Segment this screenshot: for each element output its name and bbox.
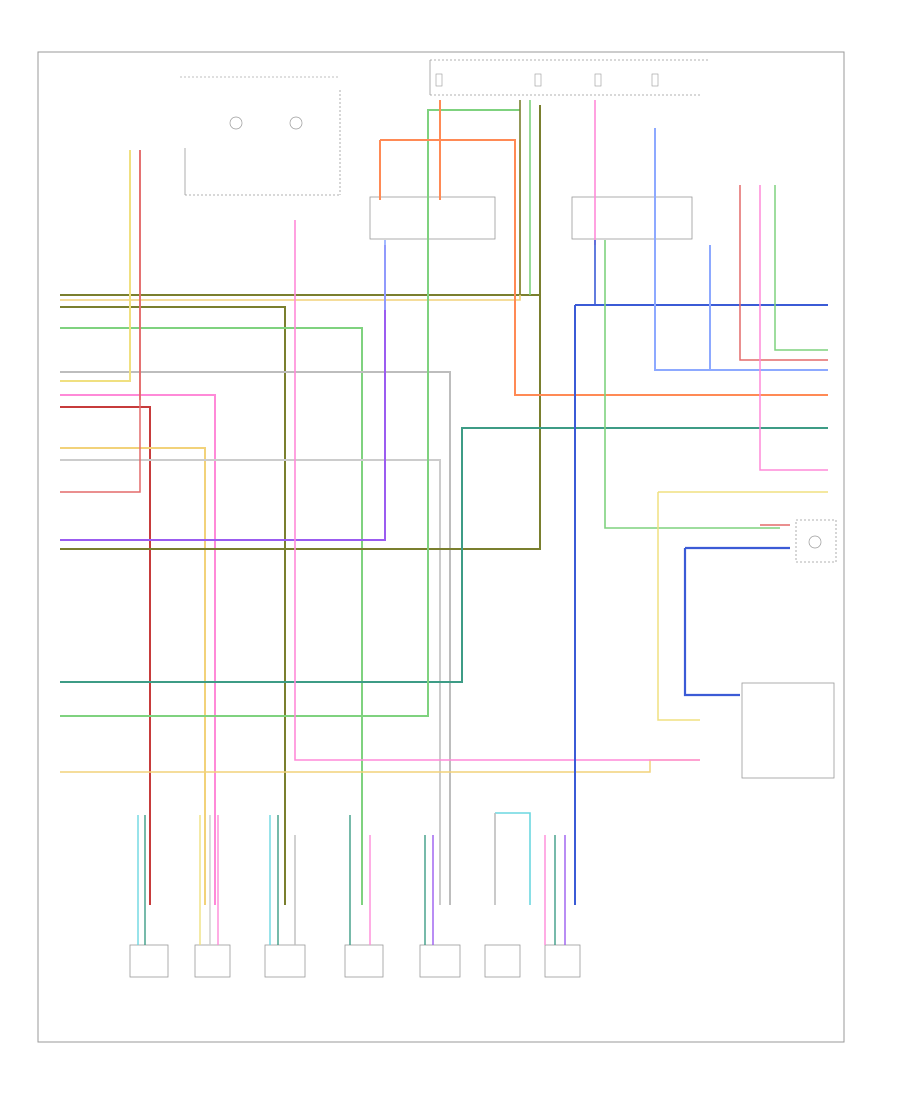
wire-pink-3 bbox=[294, 220, 700, 761]
fuel-level-sensor bbox=[741, 682, 835, 779]
wire-gray-2 bbox=[60, 371, 451, 905]
relay-wires bbox=[384, 100, 596, 310]
component-6 bbox=[484, 944, 521, 978]
wire-orange-1 bbox=[380, 139, 828, 396]
component-5 bbox=[419, 944, 461, 978]
wire-red-1 bbox=[60, 406, 151, 905]
wire-yel-1 bbox=[60, 150, 131, 382]
auto-shutdown-relay bbox=[369, 196, 496, 240]
fuse-block bbox=[429, 59, 710, 96]
top-left-wires bbox=[129, 150, 141, 400]
component-7 bbox=[544, 944, 581, 978]
wire-red-2 bbox=[60, 150, 141, 493]
horizontal-wires bbox=[60, 100, 828, 905]
wire-dkgrn-yel-3 bbox=[60, 110, 541, 550]
component-3 bbox=[264, 944, 306, 978]
bottom-components bbox=[129, 944, 581, 978]
instrument-cluster-box bbox=[184, 90, 341, 196]
fuel-pump-module bbox=[795, 519, 837, 563]
component-1 bbox=[129, 944, 169, 978]
wire-pink-2 bbox=[60, 759, 700, 773]
wire-ltgrn-1 bbox=[60, 327, 363, 905]
component-4 bbox=[344, 944, 384, 978]
wire-purple-1 bbox=[60, 245, 386, 541]
wire-yel-3 bbox=[657, 492, 700, 721]
wire-ltgrn-2 bbox=[60, 109, 520, 717]
wire-red-3 bbox=[739, 185, 828, 361]
diagram-frame bbox=[37, 51, 845, 1043]
wire-ltblue-2 bbox=[709, 245, 828, 371]
wire-pink-5 bbox=[759, 185, 828, 471]
wire-cyan-1 bbox=[495, 812, 531, 905]
wire-gray-3 bbox=[60, 459, 441, 905]
wire-ltgrn-3 bbox=[604, 240, 780, 529]
bottom-connector-stubs bbox=[137, 815, 566, 945]
component-2 bbox=[194, 944, 231, 978]
wire-teal-1 bbox=[60, 427, 828, 683]
wire-ltblue-1 bbox=[654, 128, 710, 371]
wire-dkgrn-yel-2 bbox=[60, 306, 286, 905]
fuel-pump-relay bbox=[571, 196, 693, 240]
wire-dkgrn-yel-1 bbox=[60, 105, 541, 296]
wire-tan-1 bbox=[60, 447, 206, 905]
wire-blue-3 bbox=[683, 548, 740, 697]
wire-ltgrn-4 bbox=[774, 185, 828, 351]
wire-pink-1 bbox=[60, 394, 216, 905]
